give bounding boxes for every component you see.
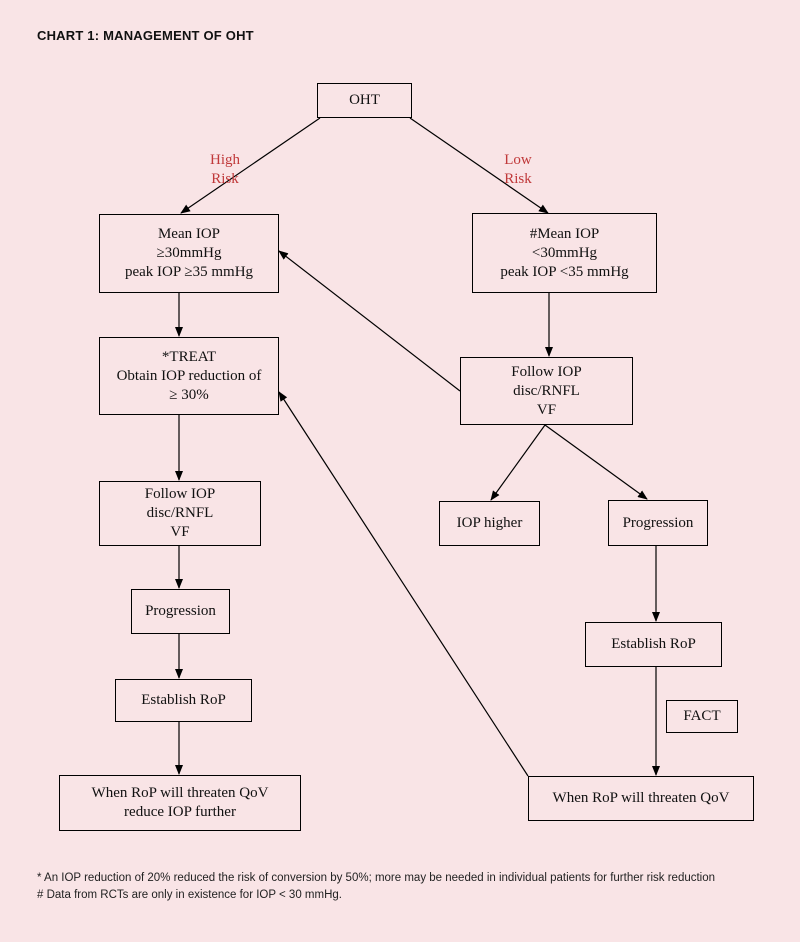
follow-left-node: Follow IOP disc/RNFL VF [99,481,261,546]
qov-right-node: When RoP will threaten QoV [528,776,754,821]
oht-node: OHT [317,83,412,118]
fact-node: FACT [666,700,738,733]
footnote-rct: # Data from RCTs are only in existence f… [37,889,342,901]
establish-left-node: Establish RoP [115,679,252,722]
arrow-qov-right-to-treat [278,391,529,777]
follow-right-node: Follow IOP disc/RNFL VF [460,357,633,425]
low-risk-label: Low Risk [504,152,532,187]
qov-left-node: When RoP will threaten QoV reduce IOP fu… [59,775,301,831]
footnotes: * An IOP reduction of 20% reduced the ri… [37,870,715,904]
arrow-oht-to-high [180,117,321,214]
high-risk-label: High Risk [210,152,240,187]
arrow-oht-to-low [409,117,549,214]
establish-right-node: Establish RoP [585,622,722,667]
progression-right-node: Progression [608,500,708,546]
progression-left-node: Progression [131,589,230,634]
high-risk-criteria-node: Mean IOP ≥30mmHg peak IOP ≥35 mmHg [99,214,279,293]
chart-title: CHART 1: MANAGEMENT OF OHT [37,28,254,43]
low-risk-criteria-node: #Mean IOP <30mmHg peak IOP <35 mmHg [472,213,657,293]
arrow-follow-to-iop-higher [490,424,546,501]
iop-higher-node: IOP higher [439,501,540,546]
footnote-treat: * An IOP reduction of 20% reduced the ri… [37,872,716,884]
arrow-follow-to-progression [544,424,648,500]
arrow-follow-right-to-high [278,250,461,392]
treat-node: *TREAT Obtain IOP reduction of ≥ 30% [99,337,279,415]
